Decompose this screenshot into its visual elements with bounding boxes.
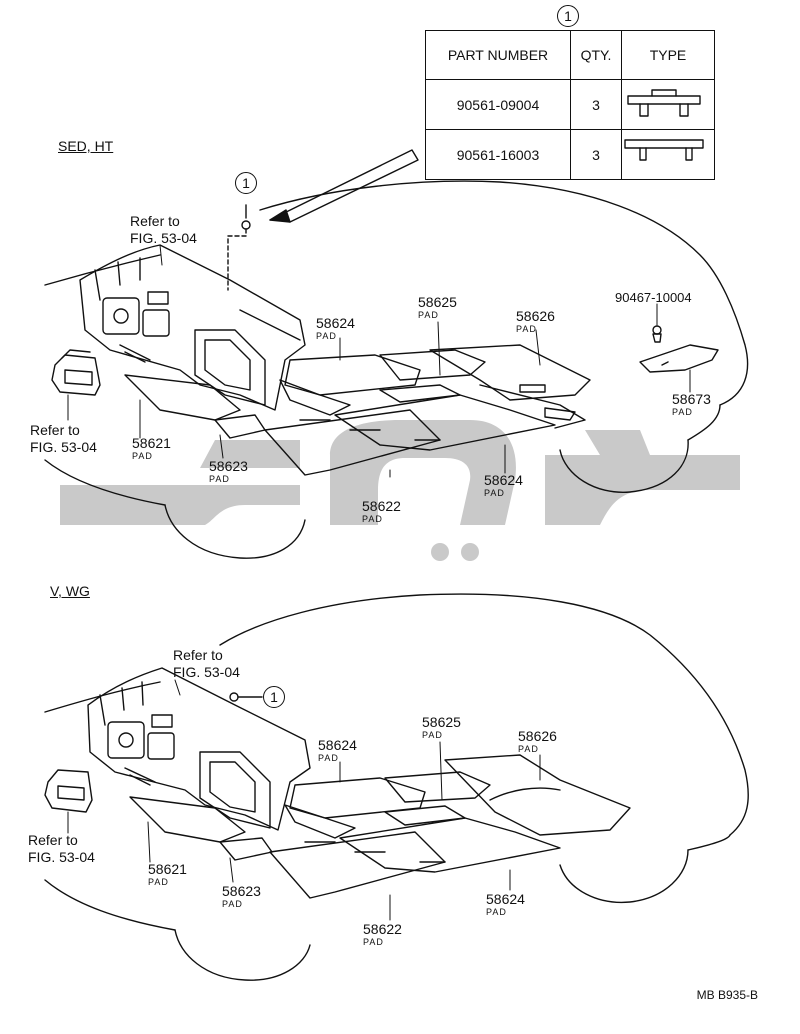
pad-58622-bottom: PAD [363, 937, 384, 947]
wagon-body-outline [44, 593, 749, 981]
part-58673-top: 58673 [672, 391, 711, 407]
part-58623-top: 58623 [209, 458, 248, 474]
refer-top-1-line2: FIG. 53-04 [130, 230, 197, 246]
arrow-to-body [269, 149, 419, 223]
pad-58624-top-a: PAD [316, 331, 337, 341]
pad-58673-top: PAD [672, 407, 693, 417]
part-58624-top-a: 58624 [316, 315, 355, 331]
part-58626-top: 58626 [516, 308, 555, 324]
refer-bottom-1-line2: FIG. 53-04 [173, 664, 240, 680]
grommet-top [227, 204, 251, 291]
pad-58625-bottom: PAD [422, 730, 443, 740]
parts-table: PART NUMBER QTY. TYPE 90561-09004 3 9056… [425, 30, 715, 180]
row1-part-number: 90561-09004 [425, 79, 571, 130]
pad-58626-bottom: PAD [518, 744, 539, 754]
pad-58623-bottom: PAD [222, 899, 243, 909]
section-title-v-wg: V, WG [50, 583, 90, 599]
callout-bottom: 1 [263, 686, 285, 708]
clip-90467-top: 90467-10004 [615, 290, 692, 305]
pad-58624-bottom-b: PAD [486, 907, 507, 917]
row2-type [621, 129, 715, 180]
row1-type [621, 79, 715, 130]
firewall-panel-bottom [87, 667, 311, 831]
floor-pads-bottom [129, 754, 631, 899]
callout-top: 1 [235, 172, 257, 194]
part-58624-bottom-b: 58624 [486, 891, 525, 907]
side-bracket-top [51, 349, 101, 396]
pad-58621-bottom: PAD [148, 877, 169, 887]
section-title-sed-ht: SED, HT [58, 138, 114, 154]
part-58621-bottom: 58621 [148, 861, 187, 877]
pad-58626-top: PAD [516, 324, 537, 334]
row1-qty: 3 [570, 79, 622, 130]
pad-58621-top: PAD [132, 451, 153, 461]
figure-code: MB B935-B [696, 988, 758, 1002]
pad-58622-top: PAD [362, 514, 383, 524]
part-58626-bottom: 58626 [518, 728, 557, 744]
part-58625-bottom: 58625 [422, 714, 461, 730]
pad-58625-top: PAD [418, 310, 439, 320]
leaders-top [67, 244, 691, 478]
part-58622-bottom: 58622 [363, 921, 402, 937]
part-58625-top: 58625 [418, 294, 457, 310]
part-58622-top: 58622 [362, 498, 401, 514]
floor-pads-top [124, 344, 591, 476]
pad-58624-top-b: PAD [484, 488, 505, 498]
pad-58673-top [639, 344, 719, 373]
header-type: TYPE [621, 30, 715, 80]
part-58623-bottom: 58623 [222, 883, 261, 899]
clip-90467-top [652, 325, 662, 343]
grommet-bottom [229, 692, 263, 702]
refer-bottom-2-line1: Refer to [28, 832, 78, 848]
refer-bottom-1-line1: Refer to [173, 647, 223, 663]
refer-top-1-line1: Refer to [130, 213, 180, 229]
table-callout: 1 [557, 5, 579, 27]
leaders-bottom [67, 679, 541, 921]
part-58621-top: 58621 [132, 435, 171, 451]
refer-top-2-line1: Refer to [30, 422, 80, 438]
refer-top-2-line2: FIG. 53-04 [30, 439, 97, 455]
pad-58624-bottom-a: PAD [318, 753, 339, 763]
row2-part-number: 90561-16003 [425, 129, 571, 180]
refer-bottom-2-line2: FIG. 53-04 [28, 849, 95, 865]
side-bracket-bottom [44, 769, 93, 813]
header-part-number: PART NUMBER [425, 30, 571, 80]
part-58624-top-b: 58624 [484, 472, 523, 488]
part-58624-bottom-a: 58624 [318, 737, 357, 753]
sedan-body-outline [44, 180, 749, 559]
firewall-panel-top [79, 244, 306, 411]
row2-qty: 3 [570, 129, 622, 180]
header-qty: QTY. [570, 30, 622, 80]
pad-58623-top: PAD [209, 474, 230, 484]
